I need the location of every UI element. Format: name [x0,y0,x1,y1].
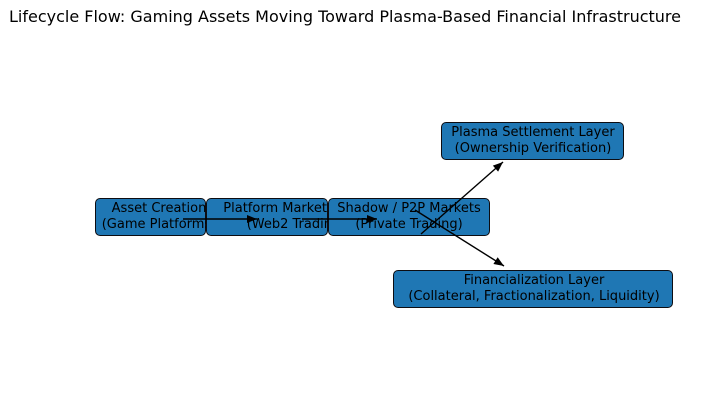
figure-title: Lifecycle Flow: Gaming Assets Moving Tow… [9,7,681,26]
node-shadow-p2p-markets-label: Shadow / P2P Markets (Private Trading) [337,201,481,232]
node-platform-marketplaces: Platform Marketplaces (Web2 Trading) [206,198,369,236]
node-financialization-layer: Financialization Layer (Collateral, Frac… [393,270,673,308]
node-shadow-p2p-markets: Shadow / P2P Markets (Private Trading) [328,198,490,236]
node-asset-creation-label: Asset Creation (Game Platforms) [101,201,217,232]
node-asset-creation: Asset Creation (Game Platforms) [95,198,216,236]
node-financialization-layer-label: Financialization Layer (Collateral, Frac… [408,273,660,304]
node-plasma-settlement-layer: Plasma Settlement Layer (Ownership Verif… [441,122,624,160]
node-plasma-settlement-layer-label: Plasma Settlement Layer (Ownership Verif… [451,125,615,156]
